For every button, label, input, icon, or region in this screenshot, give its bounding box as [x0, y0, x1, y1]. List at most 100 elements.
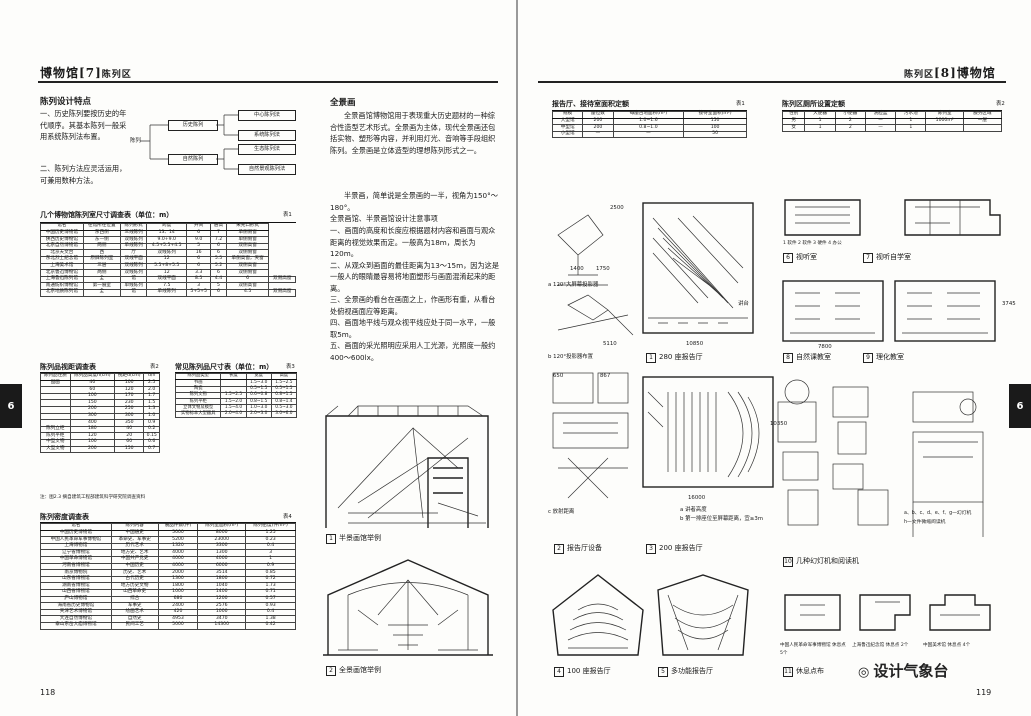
table-cell: 2.5	[143, 379, 160, 388]
rfig9-caption-text: 理化教室	[876, 353, 904, 361]
rfig1-caption-text: 280 座报告厅	[659, 353, 703, 361]
dim-5110: 5110	[603, 341, 617, 347]
fig1-number: 1	[326, 534, 336, 544]
table-cell: 680	[157, 595, 199, 604]
table-cell: 8.5	[186, 275, 212, 284]
tree-leaf-3: 生态陈列法	[238, 144, 296, 155]
table-cell: 0.42	[245, 621, 296, 630]
panorama-p3: 全景画馆、半景画馆设计注意事项	[330, 214, 438, 223]
table-cell: 双侧高窗	[225, 242, 270, 251]
table-cell: 1800	[197, 575, 247, 584]
dim-867: 867	[600, 373, 611, 379]
panorama-item-1: 一、画面的高度和长度应根据题材内容和画面与观众距离的视觉效果而定。一般高为18m…	[330, 226, 496, 258]
table-cell: 1200	[197, 595, 247, 604]
table-cell: 3.0~6.0	[270, 410, 298, 418]
table-cell: 2	[834, 124, 866, 132]
table-cell: 大型文物	[40, 445, 71, 454]
watermark-text: 设计气象台	[873, 662, 949, 680]
header-chapter: 7	[85, 66, 96, 80]
table-cell: 中国通史	[110, 529, 159, 538]
dim-2500: 2500	[610, 205, 624, 211]
table-cell: 双线平面	[146, 275, 188, 284]
header-chapter: 8	[940, 66, 951, 80]
table-cell: 0.8~1.4	[270, 398, 298, 406]
table-cell: 大型馆	[551, 117, 584, 126]
dim-10350: 10350	[770, 421, 788, 427]
left-side-tab: 6	[0, 384, 22, 428]
table-cell: 民间工艺	[110, 621, 159, 630]
header-section: 陈列区	[904, 70, 935, 80]
dim-3745: 3745	[1002, 301, 1016, 307]
table-cell: 上海鲁迅陈列馆	[40, 275, 84, 284]
rfig6-caption-text: 视听室	[796, 253, 817, 261]
table-cell: 1	[895, 117, 927, 126]
table3-label: 表3	[286, 364, 295, 370]
rtable2-label: 表2	[996, 101, 1005, 107]
table4-label: 表4	[283, 514, 292, 520]
table-cell: 男	[781, 117, 806, 126]
panorama-heading: 全景画	[330, 98, 356, 108]
fig2-caption-text: 全景画馆举例	[339, 666, 381, 674]
table-cell: —	[582, 130, 614, 139]
left-header: 博物馆[7]陈列区	[40, 66, 132, 80]
table-cell: 5	[186, 242, 212, 251]
rfig5-number: 5	[658, 667, 668, 677]
table-cell: 1	[804, 117, 836, 126]
multifunction-hall-plan	[657, 574, 749, 656]
tree-leaf-4: 自然景观陈列法	[238, 164, 296, 175]
table-cell: 100	[114, 379, 145, 388]
fig1-caption-text: 半景画馆举例	[339, 534, 381, 542]
design-point-1: 一、历史陈列要按历史的年代顺序。其基本陈列一般采用系统陈列法布置。	[40, 109, 127, 141]
table-cell: —	[864, 124, 897, 132]
table3-title: 常见陈列品尺寸表（单位：m）	[175, 363, 274, 371]
tree-leaf-1: 中心陈列法	[238, 110, 296, 121]
design-points-heading: 陈列设计特点	[40, 97, 92, 107]
dim-7800: 7800	[818, 344, 832, 350]
table-cell: 13、14	[146, 229, 188, 238]
rfig8-caption-text: 自然课教室	[796, 353, 831, 361]
design-point-2: 二、陈列方法应灵活运用，可兼用数种方法。	[40, 164, 127, 185]
table1-title: 几个博物馆陈列室尺寸调查表（单位：m）	[40, 211, 174, 219]
stage-label: 讲台	[738, 301, 749, 307]
table-cell: 绘画艺术	[110, 608, 159, 617]
table-cell: 1	[804, 124, 836, 132]
table-cell: 420	[157, 608, 199, 617]
table4-title: 陈列密度调查表	[40, 513, 89, 521]
right-page-number: 119	[976, 688, 992, 697]
table-cell: 6	[210, 242, 227, 251]
panorama-p1: 全景画馆博物馆用于表现重大历史题材的一种综合性造型艺术形式。全景画为主体，现代全…	[330, 111, 496, 155]
table-cell: 小型馆	[551, 130, 584, 139]
tree-root: 陈列	[130, 138, 141, 144]
table-cell	[40, 386, 71, 394]
panorama-item-2: 二、从观众到画面的最佳距离为13～15m，因为这是一般人的眼睛最容易将地面塑形与…	[330, 260, 500, 293]
projectors-drawing	[777, 379, 984, 537]
left-page: 博物馆[7]陈列区 陈列设计特点 一、历史陈列要按历史的年代顺序。其基本陈列一般…	[0, 0, 516, 716]
table-cell: 北京自然博物馆	[40, 242, 84, 251]
header-section: 陈列区	[101, 70, 132, 80]
rfig3-caption-text: 200 座报告厅	[659, 544, 703, 552]
sublabel-c: c 放射距离	[548, 509, 575, 515]
table-cell	[40, 399, 71, 407]
table-cell: 40	[114, 425, 145, 434]
